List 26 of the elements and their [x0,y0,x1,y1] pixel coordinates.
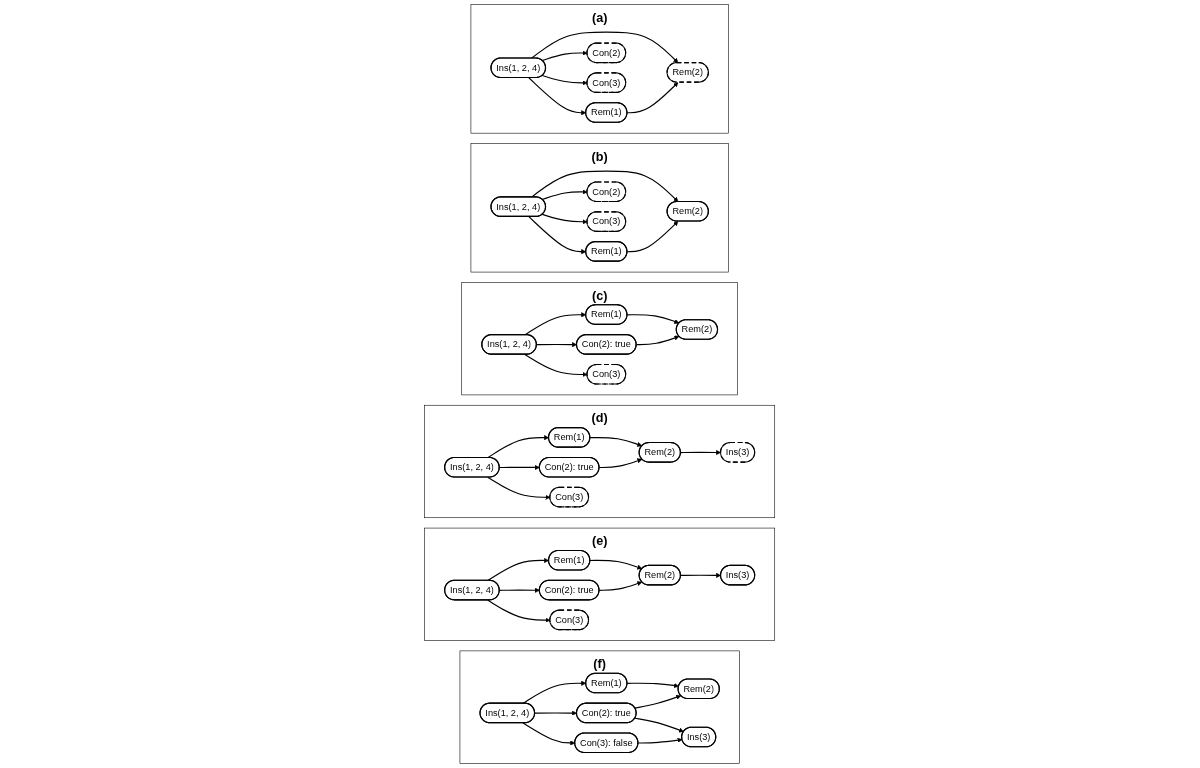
arrow [542,189,588,200]
arrow [534,710,578,716]
arrow [634,717,685,733]
arrow [487,435,550,459]
arrow [599,581,643,591]
arrow [522,680,587,704]
arrow [531,170,679,202]
arrow [528,216,587,255]
arrow [531,31,679,64]
arrow [487,476,551,500]
arrow [680,450,722,456]
arrow [524,312,587,336]
arrow [680,572,722,578]
arrow [636,335,680,346]
arrow [634,694,682,709]
arrow [487,557,550,582]
arrow [589,437,643,447]
arrow [522,722,576,746]
arrow [528,77,587,116]
arrow [542,74,588,86]
arrow [542,213,588,225]
arrow [599,458,643,469]
arrow [487,599,551,623]
arrow [524,353,588,377]
arrow [536,342,578,348]
arrow [542,50,588,62]
